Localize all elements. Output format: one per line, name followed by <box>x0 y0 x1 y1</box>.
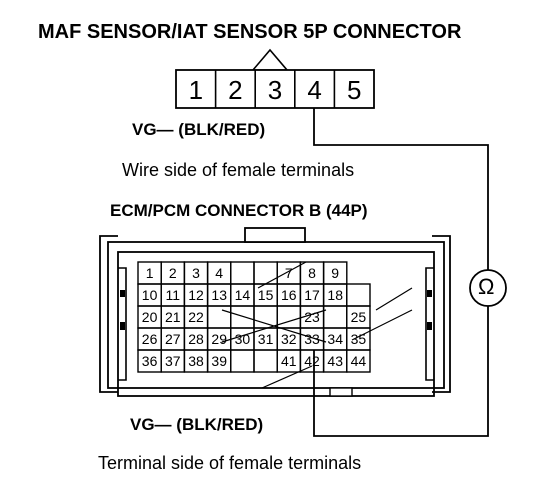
ecm-pin-cell <box>253 261 278 285</box>
ecm-pin-14: 14 <box>235 287 251 303</box>
ecm-pin-cell <box>276 305 302 329</box>
ecm-pin-29: 29 <box>211 331 227 347</box>
ecm-pin-cell <box>206 305 232 329</box>
maf-connector-key <box>251 48 289 71</box>
ecm-side-tab-left <box>120 322 125 330</box>
ecm-inner-frame <box>117 251 435 397</box>
wire-label-top: VG— (BLK/RED) <box>132 120 266 139</box>
test-wiring <box>313 108 489 437</box>
ecm-pin-2: 2 <box>169 265 177 281</box>
ohmmeter <box>469 269 507 307</box>
ecm-pin-21: 21 <box>165 309 181 325</box>
ecm-pin-cell <box>230 305 255 329</box>
ecm-pin-37: 37 <box>165 353 181 369</box>
ecm-pin-cell <box>253 305 278 329</box>
ecm-pin-41: 41 <box>281 353 297 369</box>
ecm-pin-42: 42 <box>304 353 320 369</box>
ecm-side-tab-right <box>427 322 432 330</box>
ecm-pin-8: 8 <box>308 265 316 281</box>
ecm-pin-cell <box>253 349 278 373</box>
ecm-pin-36: 36 <box>142 353 158 369</box>
maf-connector-title: MAF SENSOR/IAT SENSOR 5P CONNECTOR <box>38 21 462 43</box>
wire-meter-to-ecm-pin32 <box>313 306 489 437</box>
maf-pin-3: 3 <box>268 75 282 105</box>
ecm-pin-9: 9 <box>331 265 339 281</box>
ecm-pin-22: 22 <box>188 309 204 325</box>
ecm-blocked-region-hatch <box>221 261 413 389</box>
wire-maf-pin4-to-meter <box>313 108 489 270</box>
ecm-pin-cell <box>346 283 371 307</box>
ecm-pin-11: 11 <box>166 287 181 303</box>
ecm-pin-10: 10 <box>142 287 158 303</box>
ecm-housing-outline <box>99 235 451 393</box>
ohmmeter-symbol: Ω <box>478 274 495 299</box>
ecm-pin-13: 13 <box>211 287 227 303</box>
ecm-side-rail-right <box>425 267 434 381</box>
ecm-pin-27: 27 <box>165 331 181 347</box>
ecm-pin-26: 26 <box>142 331 158 347</box>
terminal-side-caption: Terminal side of female terminals <box>98 453 362 473</box>
ecm-pin-cell <box>322 305 348 329</box>
ecm-pin-1: 1 <box>146 265 154 281</box>
ecm-pin-18: 18 <box>327 287 343 303</box>
ecm-side-rail-left <box>118 267 127 381</box>
ecm-pin-34: 34 <box>327 331 343 347</box>
ecm-pin-16: 16 <box>281 287 297 303</box>
ecm-pin-12: 12 <box>188 287 204 303</box>
wire-side-caption: Wire side of female terminals <box>122 160 355 180</box>
maf-pin-5: 5 <box>347 75 361 105</box>
ecm-pin-43: 43 <box>327 353 343 369</box>
maf-pin-1: 1 <box>189 75 203 105</box>
maf-pin-2: 2 <box>228 75 242 105</box>
wire-label-bottom: VG— (BLK/RED) <box>130 415 264 434</box>
ecm-pin-44: 44 <box>351 353 367 369</box>
ecm-pin-33: 33 <box>304 331 320 347</box>
ecm-pin-32: 32 <box>281 331 297 347</box>
ecm-pin-39: 39 <box>211 353 227 369</box>
ohmmeter-body <box>469 269 507 307</box>
ecm-pin-4: 4 <box>215 265 223 281</box>
ecm-side-tab-left-2 <box>120 290 125 297</box>
ecm-outer-shell <box>107 241 445 389</box>
ecm-pin-cell <box>230 261 255 285</box>
ecm-pin-25: 25 <box>351 309 367 325</box>
ecm-pin-3: 3 <box>192 265 200 281</box>
ecm-side-tab-right-2 <box>427 290 432 297</box>
ecm-connector-title: ECM/PCM CONNECTOR B (44P) <box>110 201 368 220</box>
ecm-pin-cell <box>346 349 371 373</box>
maf-pin-4: 4 <box>307 75 321 105</box>
ecm-pin-31: 31 <box>258 331 274 347</box>
ecm-pin-38: 38 <box>188 353 204 369</box>
ecm-pin-28: 28 <box>188 331 204 347</box>
ecm-pin-23: 23 <box>304 309 320 325</box>
ecm-pin-cell <box>230 349 255 373</box>
ecm-bottom-key <box>329 387 353 397</box>
ecm-lock-tab <box>244 227 306 243</box>
ecm-pin-20: 20 <box>142 309 158 325</box>
ecm-pin-15: 15 <box>258 287 274 303</box>
ecm-pin-7: 7 <box>285 265 293 281</box>
maf-connector-body <box>175 69 375 109</box>
ecm-pin-17: 17 <box>304 287 320 303</box>
